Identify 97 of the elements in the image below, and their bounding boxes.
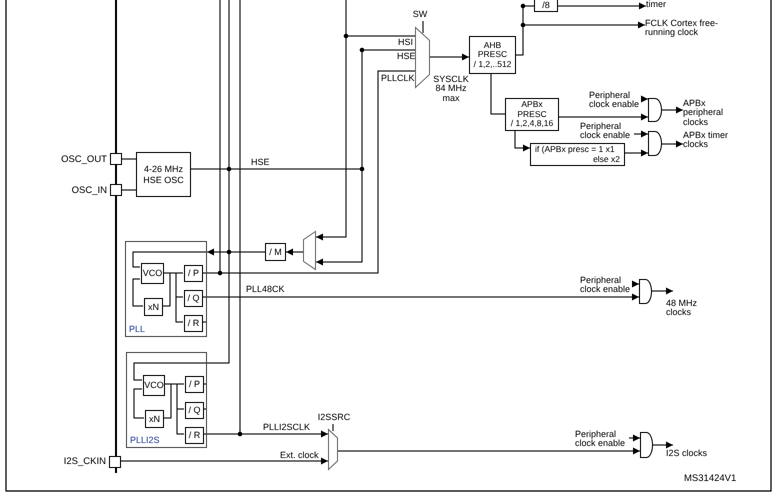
pin-label: OSC_IN — [72, 184, 107, 196]
figure-id: MS31424V1 — [683, 474, 738, 484]
box-text: VCO — [144, 380, 164, 391]
wire — [132, 278, 144, 306]
box-text: xN — [148, 302, 159, 312]
wire — [162, 384, 172, 418]
signal-label: FCLK Cortex free-running clock — [645, 19, 720, 38]
arrow — [558, 114, 648, 120]
pll-block — [126, 352, 207, 448]
box-text: xN — [149, 414, 160, 424]
function-box — [136, 152, 191, 197]
edge-label: PLLCLK — [380, 74, 416, 83]
pll-block — [125, 241, 207, 337]
multiplexer — [415, 27, 430, 88]
arrow — [624, 150, 648, 156]
mux-select-label: I2SSRC — [316, 413, 352, 422]
box-text: VCO — [142, 268, 162, 279]
arrow — [641, 96, 648, 102]
arrow — [652, 442, 674, 448]
box-text: / M — [269, 246, 282, 258]
arrow — [338, 448, 640, 454]
function-box — [265, 243, 286, 261]
wire — [132, 252, 208, 268]
box-text: / 1,2,..512 — [474, 60, 512, 70]
box-text: / 1,2,4,8,16 — [510, 119, 554, 129]
box-text: / R — [188, 430, 200, 441]
multiplexer — [328, 429, 338, 470]
signal-label: I2S clocks — [666, 447, 708, 458]
box-text: APBx PRESC — [516, 100, 548, 120]
function-box — [469, 36, 516, 74]
wire — [490, 74, 506, 114]
edge-label: HSI — [397, 38, 414, 47]
box-text: / P — [188, 379, 200, 390]
signal-label: APBx peripheral clocks — [683, 99, 724, 128]
box-text: /8 — [542, 0, 550, 11]
wire — [162, 272, 170, 306]
arrow — [514, 130, 530, 152]
arrow — [628, 434, 640, 442]
function-box — [530, 143, 625, 166]
wire — [162, 272, 184, 322]
and-gate — [639, 279, 652, 304]
function-box — [185, 402, 204, 419]
arrow — [662, 140, 684, 148]
arrow — [652, 288, 674, 294]
function-box — [184, 290, 203, 307]
wire — [122, 158, 136, 160]
edge-label: PLL48CK — [245, 285, 286, 294]
box-text: / Q — [188, 405, 200, 416]
function-box — [184, 315, 203, 332]
and-gate — [640, 432, 653, 458]
function-box — [534, 0, 558, 12]
wire — [164, 384, 184, 434]
signal-label: Peripheral clock enable — [580, 122, 632, 141]
signal-label: 48 MHz clocks — [666, 297, 698, 318]
signal-label: Peripheral clock enable — [589, 91, 640, 110]
pin-label: I2S_CKIN — [64, 456, 106, 467]
wire — [134, 388, 144, 418]
box-text: else x2 — [592, 154, 621, 164]
function-box — [143, 375, 165, 396]
multiplexer — [303, 231, 316, 270]
block-title: PLLI2S — [130, 435, 160, 445]
block-title: PLL — [129, 324, 146, 334]
edge-label: HSE — [250, 158, 271, 167]
function-box — [185, 427, 204, 444]
signal-label: APBx timer clocks — [683, 131, 730, 150]
arrow — [202, 294, 640, 300]
arrow — [286, 248, 304, 256]
edge-label: HSE — [396, 52, 417, 61]
edge-label: PLLI2SCLK — [262, 423, 312, 432]
frequency-note: SYSCLK 84 MHz max — [432, 75, 470, 104]
arrow — [430, 54, 470, 60]
box-text: / Q — [187, 293, 200, 304]
signal-label: timer — [646, 0, 667, 10]
signal-label: Peripheral clock enable — [575, 430, 626, 449]
box-text: 4-26 MHz — [144, 164, 183, 174]
pin-label: OSC_OUT — [61, 154, 107, 164]
box-text: HSE OSC — [143, 174, 184, 185]
and-gate — [648, 98, 662, 122]
arrow — [634, 130, 648, 138]
function-box — [505, 98, 559, 131]
function-box — [144, 298, 163, 316]
arrow — [120, 458, 328, 464]
arrow — [558, 2, 646, 10]
arrow — [632, 280, 640, 288]
box-text: AHB PRESC — [476, 40, 508, 60]
and-gate — [648, 131, 662, 156]
arrow — [662, 106, 684, 114]
box-text: / P — [188, 268, 199, 279]
function-box — [184, 265, 203, 282]
box-text: / R — [188, 318, 200, 329]
function-box — [185, 376, 204, 393]
edge-label: Ext. clock — [279, 451, 320, 460]
mux-select-label: SW — [412, 10, 428, 20]
function-box — [141, 263, 164, 284]
signal-label: Peripheral clock enable — [580, 276, 632, 295]
function-box — [145, 410, 164, 428]
box-text: if (APBx presc = 1 x1 — [534, 144, 616, 154]
